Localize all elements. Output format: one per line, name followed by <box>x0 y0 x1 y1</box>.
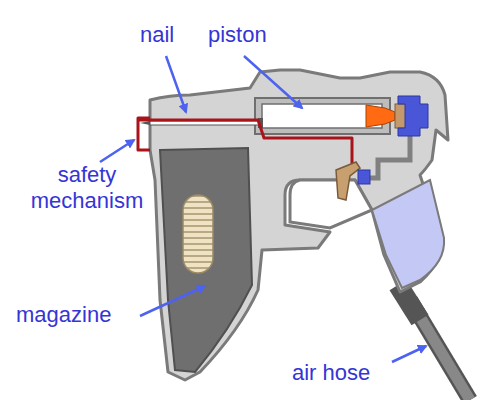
part-label: magazine <box>16 302 111 328</box>
leader-arrow <box>100 140 134 162</box>
part-label: piston <box>208 22 267 48</box>
trigger-guard <box>290 180 372 228</box>
leader-arrow <box>140 286 205 316</box>
gun-body <box>150 70 448 380</box>
safety-mechanism <box>138 118 352 170</box>
valve <box>398 96 428 136</box>
magazine <box>160 148 252 372</box>
magazine-window <box>183 195 213 273</box>
trigger-valve <box>358 170 370 184</box>
part-label: nail <box>140 22 174 48</box>
part-label: air hose <box>292 360 370 386</box>
handle-grip <box>372 180 444 288</box>
part-label: safety mechanism <box>12 162 162 214</box>
leader-arrow <box>392 346 426 362</box>
piston <box>262 104 382 128</box>
trigger <box>336 162 360 200</box>
piston-head <box>366 105 395 127</box>
leader-arrow <box>166 56 186 112</box>
nail <box>150 121 262 125</box>
leader-arrow <box>244 56 302 108</box>
